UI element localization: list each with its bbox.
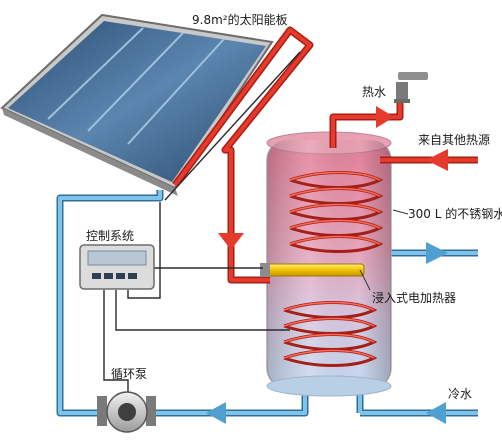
flow-arrow-left [426, 402, 446, 424]
hot-water-label: 热水 [362, 85, 386, 99]
circulation-pump [97, 391, 156, 433]
flow-arrow-left [206, 402, 226, 424]
control-box [79, 244, 155, 290]
lower-heat-coil [283, 301, 378, 367]
solar-panel [0, 13, 274, 196]
flow-arrows [206, 106, 448, 424]
solar-panel-label: 9.8m²的太阳能板 [192, 12, 288, 27]
control-wiring [103, 51, 301, 395]
cold-water-label: 冷水 [448, 387, 472, 401]
control-system-label: 控制系统 [86, 229, 134, 243]
leader-lines [359, 209, 409, 291]
flow-arrow-right [426, 242, 448, 264]
pump-label: 循环泵 [111, 367, 147, 381]
tank-label: 300 L 的不锈钢水箱 [408, 206, 502, 221]
flow-arrow-down [218, 233, 244, 250]
flow-arrow-right [376, 106, 394, 128]
flow-arrow-left [426, 149, 448, 171]
immersion-heater [260, 263, 365, 277]
upper-heat-coil [289, 171, 384, 253]
other-heat-source-label: 来自其他热源 [418, 133, 490, 147]
faucet-icon [394, 72, 428, 103]
immersion-heater-label: 浸入式电加热器 [372, 291, 456, 305]
